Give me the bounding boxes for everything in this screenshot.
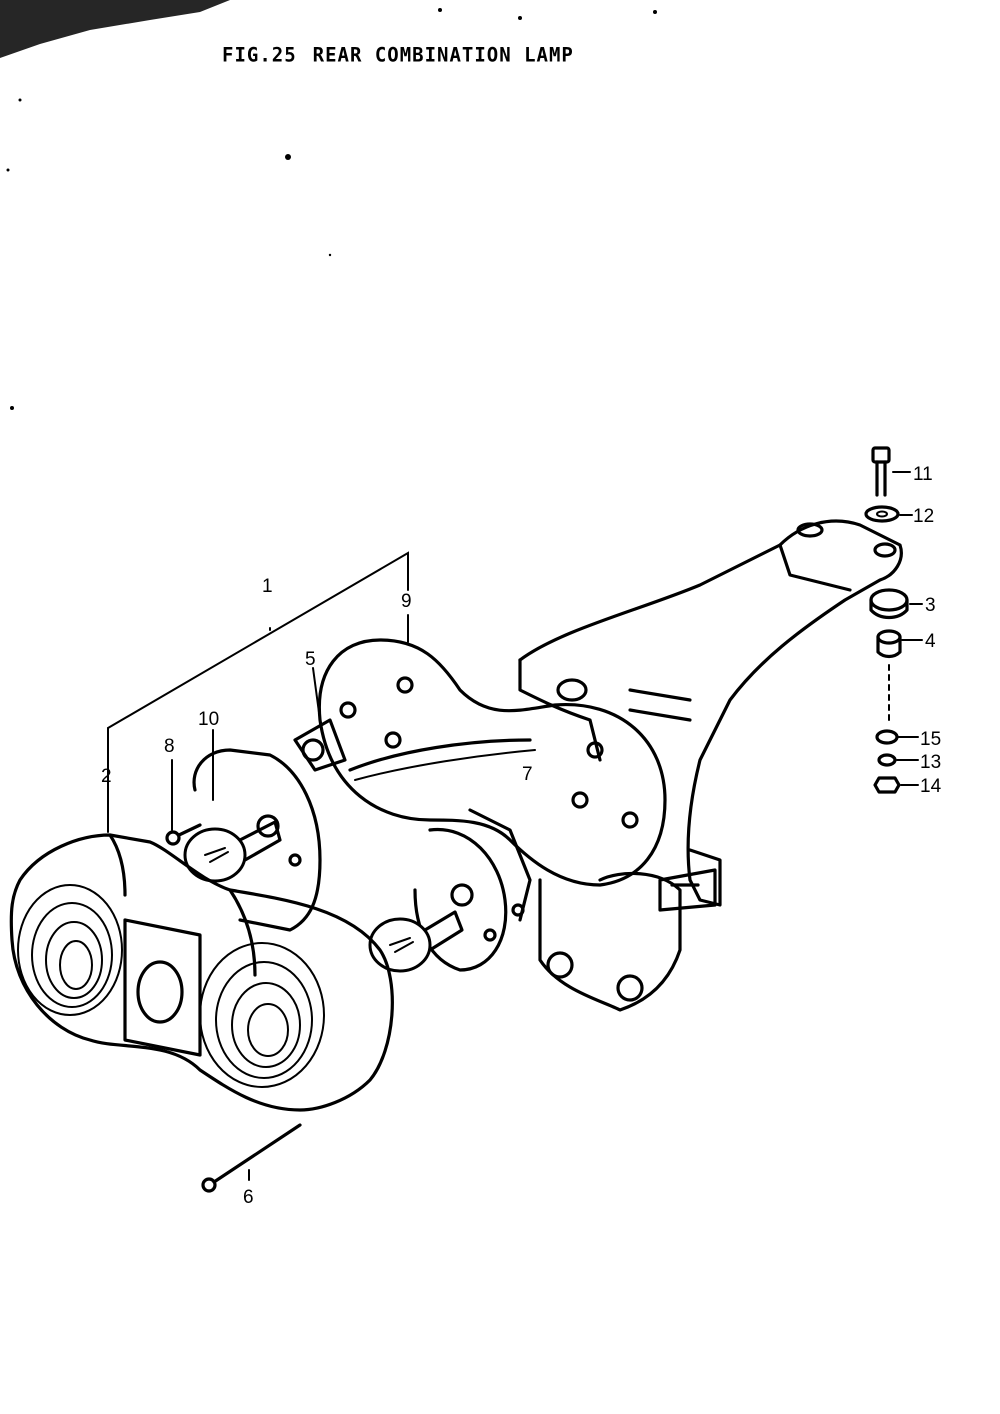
callout-8: 8	[164, 736, 175, 757]
washer-13	[877, 753, 897, 767]
leader-lines	[107, 471, 923, 1181]
bulb-socket-right	[413, 808, 532, 972]
figure-title: FIG.25 REAR COMBINATION LAMP	[222, 43, 590, 66]
lens-rings-left	[17, 884, 123, 1016]
nut-14	[873, 776, 901, 794]
bolt-11	[871, 446, 891, 497]
callout-14: 14	[920, 776, 942, 797]
bulb-right	[368, 910, 464, 973]
bulb-left	[183, 820, 282, 883]
lamp-bracket	[518, 519, 903, 1012]
callout-15: 15	[920, 729, 941, 750]
callout-labels: 1 2 3 4 5 6 7 8 9 10 11 12 13 14 15	[101, 464, 942, 1208]
scan-noise	[0, 0, 657, 410]
callout-6: 6	[243, 1187, 254, 1208]
callout-10: 10	[198, 709, 219, 730]
lens-screw-6	[201, 1123, 302, 1193]
callout-4: 4	[925, 631, 936, 652]
callout-12: 12	[913, 506, 934, 527]
callout-7: 7	[522, 764, 533, 785]
callout-2: 2	[101, 766, 112, 787]
spacer-4	[876, 629, 902, 659]
washer-12	[864, 505, 900, 523]
callout-1: 1	[262, 576, 273, 597]
figure-title-text: REAR COMBINATION LAMP	[312, 43, 574, 67]
callout-5: 5	[305, 649, 316, 670]
lamp-housing-plate	[317, 638, 667, 887]
callout-9: 9	[401, 591, 412, 612]
screw-8	[165, 823, 202, 846]
callout-11: 11	[913, 464, 933, 485]
cushion-3	[869, 588, 909, 620]
figure-number: FIG.25	[222, 43, 297, 67]
washer-15	[875, 729, 899, 745]
lens-rings-right	[199, 942, 325, 1088]
callout-13: 13	[920, 752, 941, 773]
bulb-socket-left	[192, 718, 347, 932]
lamp-lens	[9, 833, 394, 1112]
callout-3: 3	[925, 595, 936, 616]
